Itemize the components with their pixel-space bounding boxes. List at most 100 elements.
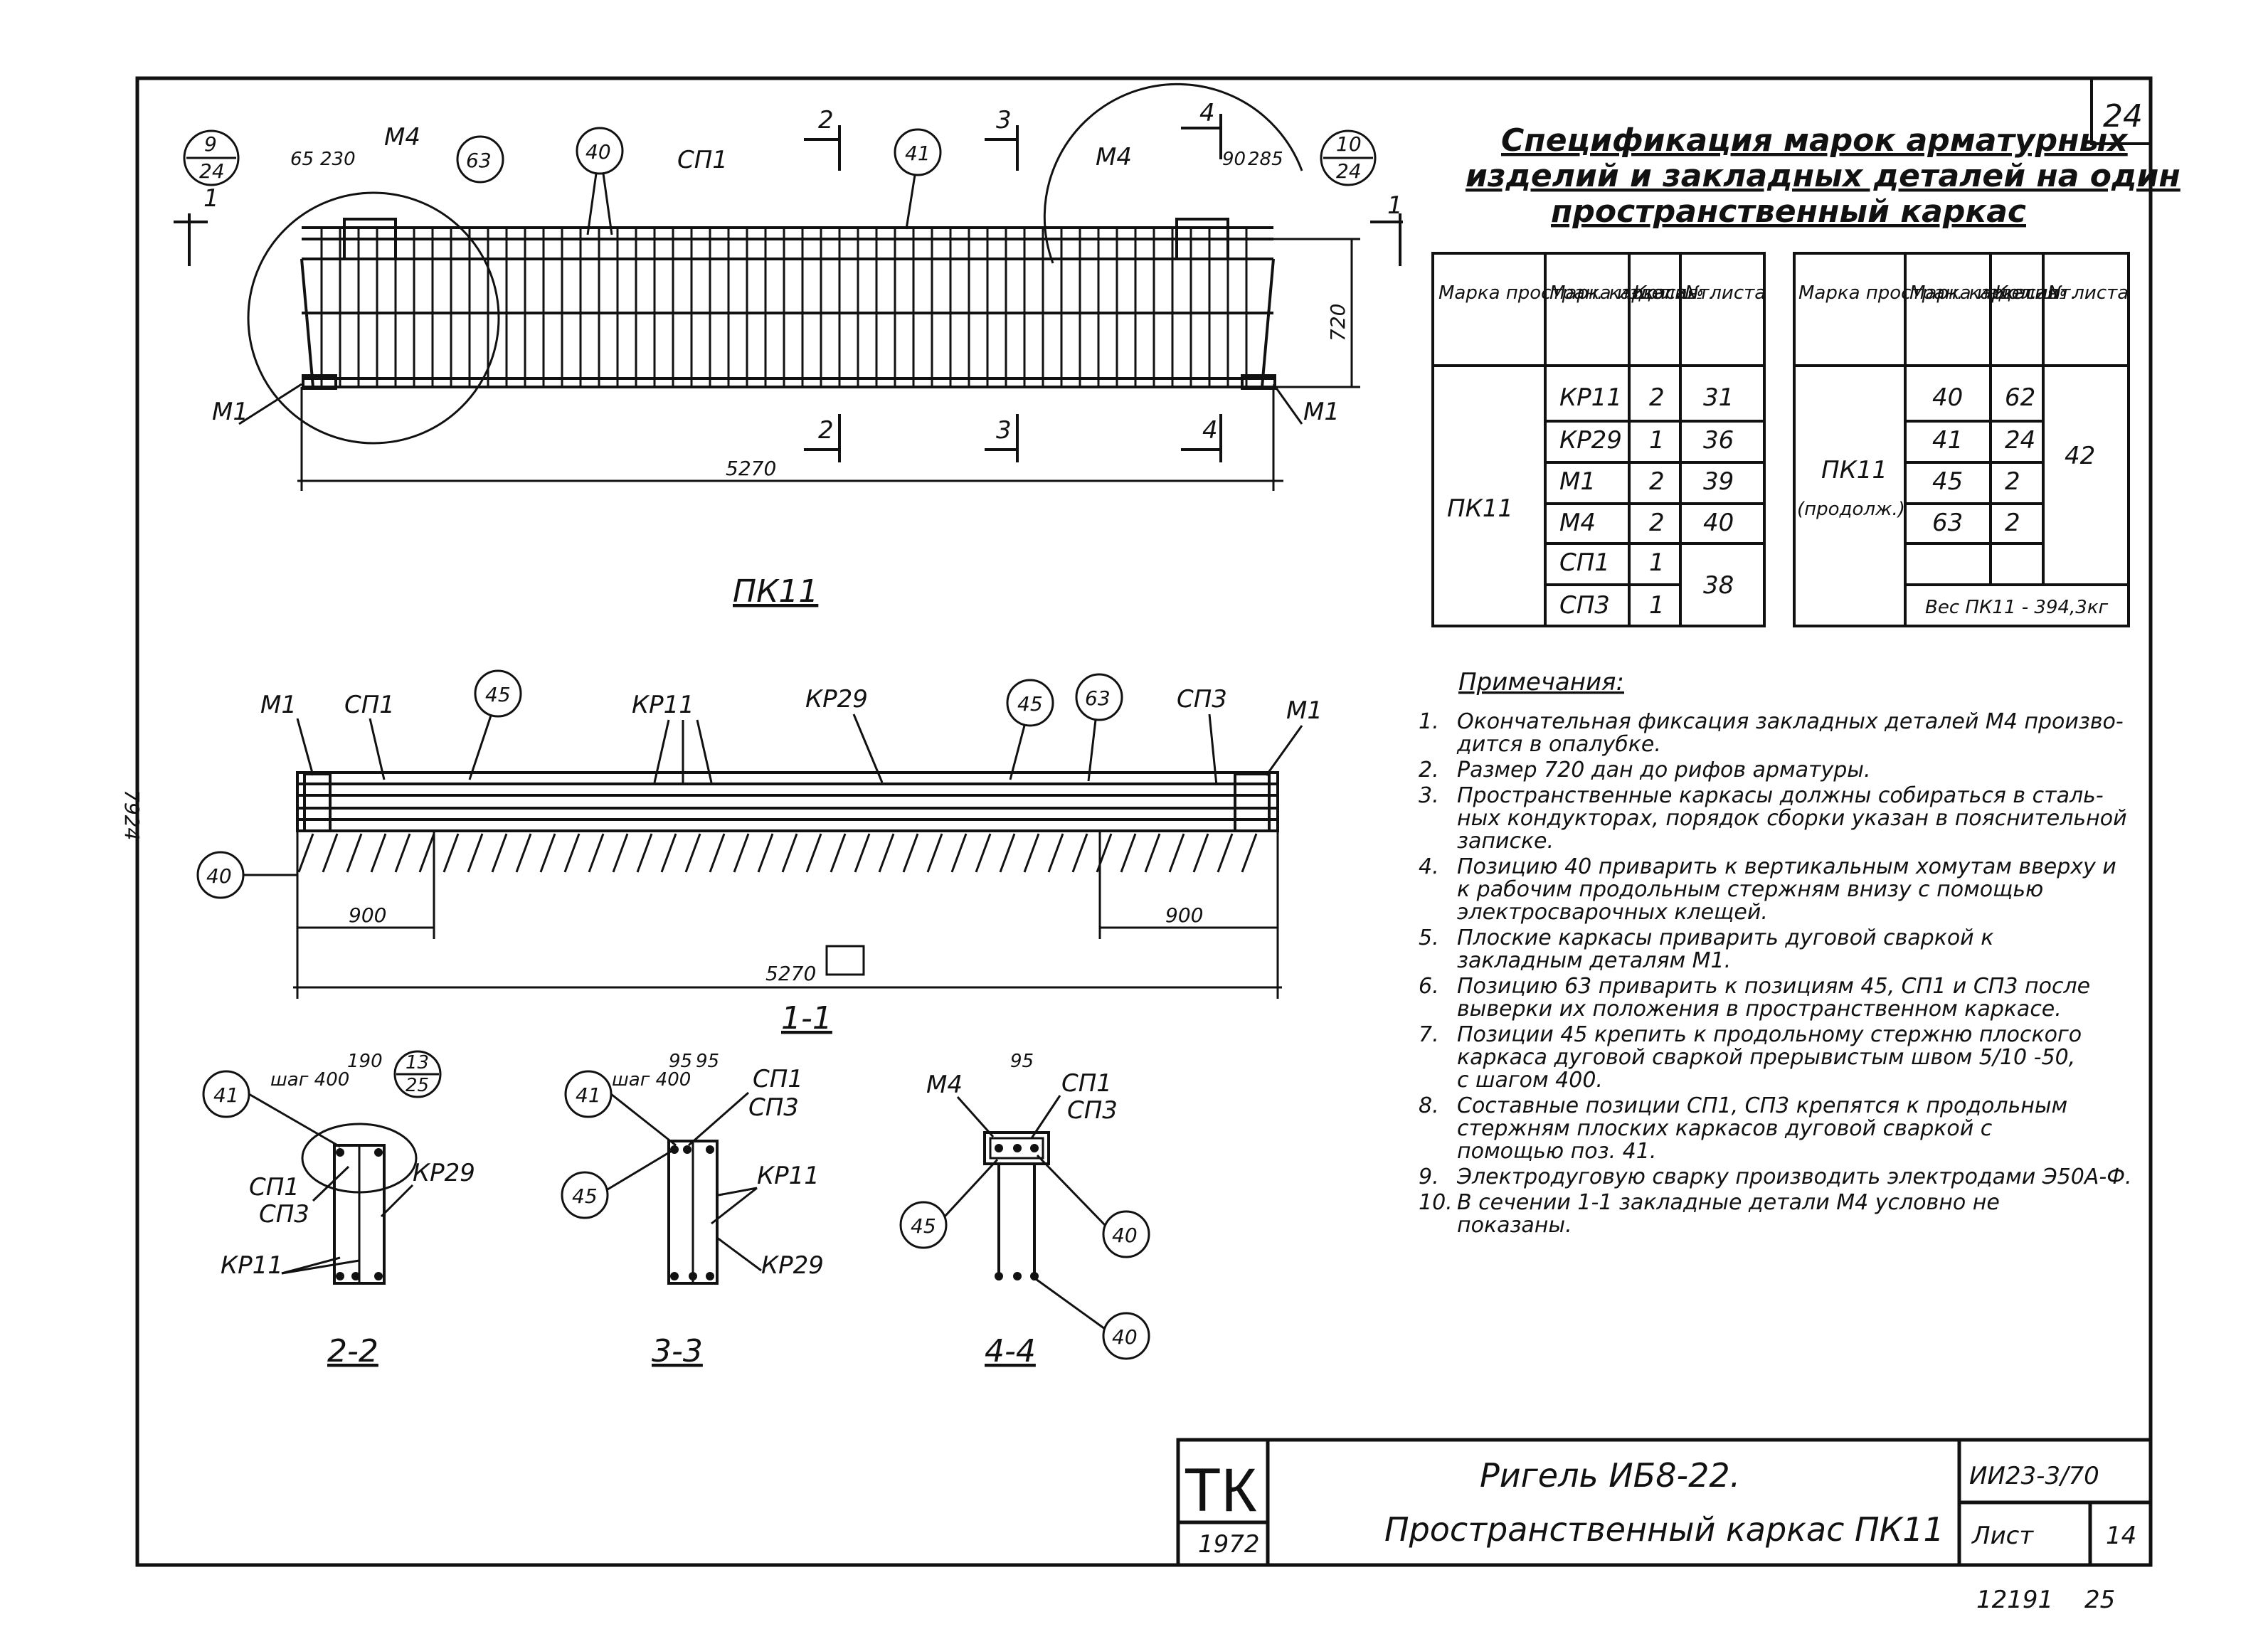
- title-block: [1176, 1438, 2153, 1567]
- section-2-2-bars: [336, 1148, 383, 1280]
- note-line: Размер 720 дан до рифов арматуры.: [1457, 758, 1871, 783]
- plan-hatch-line: [1144, 833, 1161, 873]
- note-line: Электродуговую сварку производить электр…: [1456, 1165, 2132, 1189]
- stamp-org: ТК: [1184, 1456, 1257, 1524]
- stamp-sheet-label: Лист: [1971, 1522, 2034, 1550]
- elev-dim-left-1: 65: [290, 149, 314, 170]
- section-3-3-bars: [670, 1145, 714, 1280]
- plan-hatch-line: [443, 833, 460, 873]
- elev-label-sp1: СП1: [677, 146, 728, 174]
- plan-hatch-line: [563, 833, 581, 873]
- left-row-qty: 2: [1649, 383, 1665, 412]
- plan-hatch-line: [1071, 833, 1088, 873]
- note-line: дится в опалубке.: [1456, 732, 1661, 757]
- side-mark: 7924: [120, 790, 144, 840]
- plan-hatch-line: [1023, 833, 1040, 873]
- plan-hatch-line: [684, 833, 701, 873]
- left-row-qty: 2: [1649, 467, 1665, 496]
- s44-title: 4-4: [985, 1333, 1036, 1369]
- note-line: Позицию 40 приварить к вертикальным хому…: [1457, 854, 2116, 879]
- plan-hatch-line: [926, 833, 943, 873]
- spec-table-right: [1793, 252, 2130, 627]
- plan-hatch-line: [1192, 833, 1209, 873]
- elev-callout-63: 63: [456, 135, 504, 184]
- note-number: 1.: [1419, 709, 1439, 734]
- right-frame-mark: ПК11: [1821, 456, 1887, 484]
- svg-text:63: 63: [1085, 686, 1111, 710]
- plan-title: 1-1: [781, 1000, 832, 1036]
- note-number: 9.: [1419, 1165, 1439, 1189]
- hdr-frame-right: Марка простран. каркаса: [1798, 282, 2047, 304]
- s22-callout-41: 41: [213, 1083, 239, 1107]
- s33-label-sp1: СП1: [753, 1065, 803, 1093]
- hdr-qty-left: Кол. шт.: [1633, 282, 1715, 304]
- node-left-top: 9: [204, 132, 217, 156]
- left-row-item: КР11: [1559, 383, 1622, 412]
- s44-label-sp1: СП1: [1061, 1069, 1112, 1098]
- hdr-item-right: Марка изделия: [1909, 282, 2058, 304]
- plan-view: 900 900 5270 1-1 М1 СП1 КР11 КР29 СП3 М1…: [196, 669, 1323, 1036]
- s22-label-sp1: СП1: [249, 1173, 300, 1202]
- note-number: 3.: [1419, 783, 1439, 808]
- right-row-item: 41: [1932, 426, 1963, 455]
- plan-hatch-line: [1168, 833, 1185, 873]
- note-line: Плоские каркасы приварить дуговой сварко…: [1457, 925, 1993, 950]
- section-mark-2-bottom: 2: [818, 416, 834, 445]
- node-ref-right: 10 24: [1320, 129, 1377, 186]
- section-2-2: 190 шаг 400 13 25 41 СП1 СП3 КР29 КР11 2…: [202, 1050, 475, 1369]
- note-line: В сечении 1-1 закладные детали М4 условн…: [1457, 1190, 2000, 1215]
- plan-hatch-line: [515, 833, 532, 873]
- node-left-bottom: 24: [199, 159, 225, 183]
- hdr-qty-right: Кол. шт.: [1995, 282, 2077, 304]
- plan-callout-40: 40: [196, 851, 297, 899]
- plan-hatch-line: [709, 833, 726, 873]
- s33-dim-2: 95: [696, 1051, 719, 1072]
- s22-label-kr29: КР29: [413, 1159, 475, 1187]
- plan-hatch-line: [999, 833, 1016, 873]
- s44-callout-40-top: 40: [1112, 1224, 1138, 1247]
- note-number: 5.: [1419, 925, 1439, 950]
- elev-dim-left-2: 230: [320, 149, 356, 170]
- note-line: Составные позиции СП1, СП3 крепятся к пр…: [1457, 1093, 2067, 1118]
- elev-label-m1-right: М1: [1303, 398, 1340, 426]
- s33-step: шаг 400: [612, 1069, 691, 1091]
- elevation-title: ПК11: [733, 573, 818, 610]
- svg-text:45: 45: [485, 683, 511, 706]
- node-ref-left: 9 24: [183, 129, 240, 186]
- section-4-4-bars: [995, 1144, 1039, 1280]
- stamp-title-1: Ригель ИБ8-22.: [1480, 1456, 1740, 1495]
- plan-hatch-line: [830, 833, 847, 873]
- left-row-item: М4: [1559, 509, 1596, 537]
- node-right-top: 10: [1336, 132, 1362, 156]
- left-row-qty: 2: [1649, 509, 1665, 537]
- note-number: 10.: [1419, 1190, 1453, 1215]
- plan-end-dim-right: 900: [1165, 903, 1203, 927]
- right-row-item: 45: [1932, 467, 1963, 496]
- plan-callout-45-left: 45: [468, 669, 522, 780]
- note-number: 2.: [1419, 758, 1439, 783]
- section-4-4: 95 М4 СП1 СП3 45 40 40 4-4: [899, 1051, 1150, 1369]
- plan-hatch-line: [878, 833, 895, 873]
- section-mark-4-top: 4: [1199, 99, 1215, 127]
- note-number: 4.: [1419, 854, 1439, 879]
- left-sheet-merged: 38: [1703, 571, 1734, 600]
- note-line: Пространственные каркасы должны собирать…: [1457, 783, 2104, 808]
- s44-label-sp3: СП3: [1067, 1096, 1118, 1125]
- sheet-number: 24: [2103, 98, 2143, 134]
- hdr-frame-left: Марка простран. каркаса: [1438, 282, 1687, 304]
- s33-label-kr11: КР11: [757, 1162, 820, 1190]
- section-mark-3-bottom: 3: [996, 416, 1012, 445]
- plan-hatch-line: [805, 833, 822, 873]
- plan-hatch-line: [394, 833, 411, 873]
- elev-label-m4-right: М4: [1096, 143, 1132, 171]
- s44-callout-45: 45: [911, 1214, 936, 1238]
- plan-label-sp1: СП1: [344, 691, 395, 719]
- left-row-qty: 1: [1649, 548, 1665, 577]
- left-row-item: КР29: [1559, 426, 1622, 455]
- s33-callout-45: 45: [572, 1184, 598, 1208]
- right-row-qty: 24: [2005, 426, 2035, 455]
- plan-label-m1-left: М1: [260, 691, 297, 719]
